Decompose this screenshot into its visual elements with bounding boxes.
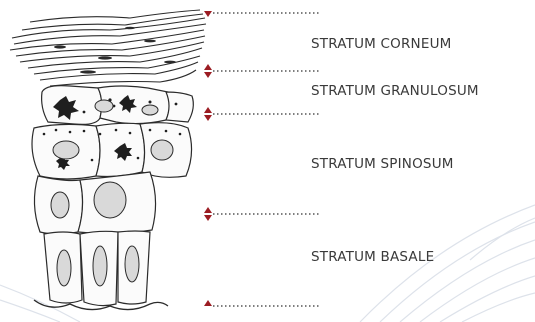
- stratum-corneum-illustration: [10, 10, 206, 86]
- boundary-marker-granulosum-spinosum: [204, 107, 320, 121]
- boundary-marker-spinosum-basale: [204, 207, 320, 221]
- boundary-marker-corneum-granulosum: [204, 64, 320, 78]
- label-stratum-granulosum: STRATUM GRANULOSUM: [311, 83, 479, 99]
- boundary-markers: [204, 11, 320, 306]
- label-stratum-corneum: STRATUM CORNEUM: [311, 36, 452, 52]
- label-stratum-spinosum: STRATUM SPINOSUM: [311, 156, 454, 172]
- boundary-marker-top: [204, 11, 320, 17]
- boundary-marker-bottom: [204, 300, 320, 306]
- label-stratum-basale: STRATUM BASALE: [311, 249, 434, 265]
